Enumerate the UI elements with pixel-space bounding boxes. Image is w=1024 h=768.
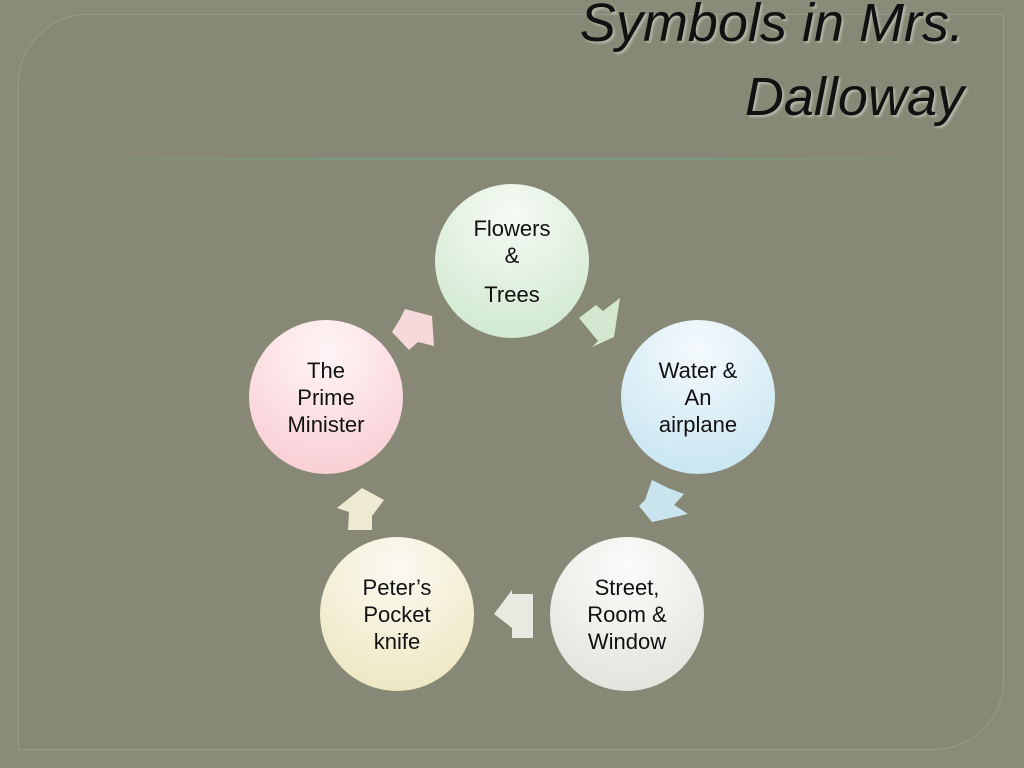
node-text: Trees — [484, 281, 540, 307]
node-text: The — [307, 357, 345, 383]
title-line-2: Dalloway — [744, 67, 964, 127]
node-text: Room & — [587, 601, 667, 627]
cycle-node-flowers-trees: Flowers & Trees — [435, 184, 589, 338]
node-text: Street, — [594, 574, 660, 600]
node-text: Flowers — [473, 215, 551, 241]
node-text: Window — [587, 628, 667, 654]
cycle-arrow-3 — [494, 590, 533, 638]
cycle-arrow-5 — [392, 309, 434, 350]
node-text: & — [504, 242, 520, 268]
node-text: Prime — [297, 384, 355, 410]
node-text: Pocket — [363, 601, 431, 627]
cycle-arrow-1 — [579, 298, 620, 347]
cycle-node-street-room-window: Street, Room & Window — [550, 537, 704, 691]
cycle-node-water-airplane: Water & An airplane — [621, 320, 775, 474]
cycle-node-pocket-knife: Peter’s Pocket knife — [320, 537, 474, 691]
node-text: Minister — [287, 411, 365, 437]
title-line-1: Symbols in Mrs. — [579, 0, 964, 53]
cycle-arrow-4 — [337, 488, 384, 530]
slide-frame — [18, 14, 1004, 750]
node-text: Peter’s — [362, 574, 432, 600]
node-text: knife — [373, 628, 421, 654]
node-text: airplane — [658, 411, 738, 437]
cycle-arrow-2 — [639, 480, 688, 522]
slide-title: Symbols in Mrs. Dalloway — [264, 0, 964, 134]
node-text: An — [684, 384, 712, 410]
node-text: Water & — [658, 357, 738, 383]
title-divider — [66, 158, 961, 160]
cycle-node-prime-minister: The Prime Minister — [249, 320, 403, 474]
